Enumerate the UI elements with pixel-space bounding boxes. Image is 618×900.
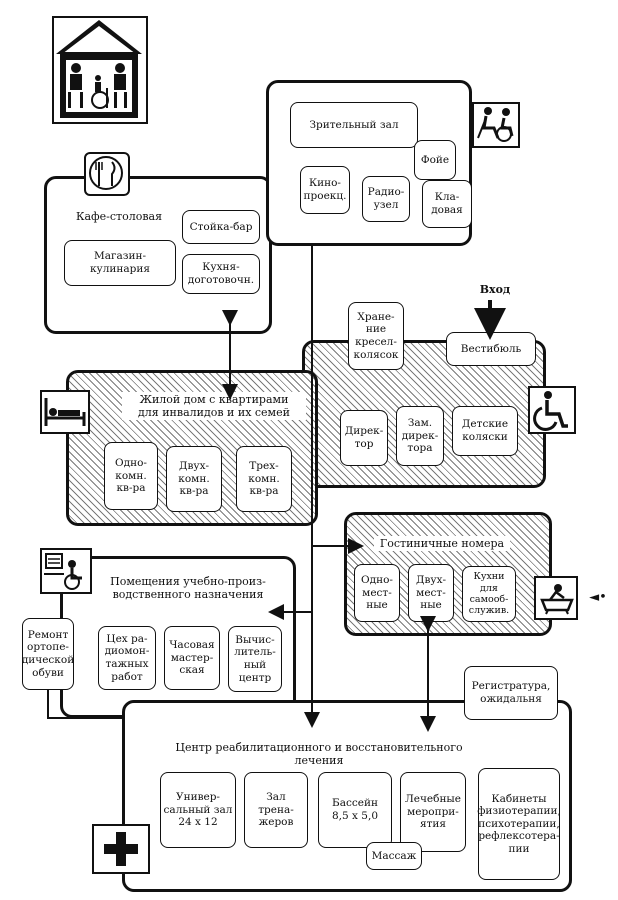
cafe-icon bbox=[84, 152, 130, 196]
one-room-apartment: Одно- комн. кв-ра bbox=[104, 442, 158, 510]
pool-room: Бассейн 8,5 х 5,0 bbox=[318, 772, 392, 848]
auditorium-room: Зрительный зал bbox=[290, 102, 418, 148]
rehab-title: Центр реабилитационного и восстановитель… bbox=[160, 740, 478, 769]
therapy-rooms: Кабинеты физиотерапии, психотерапии, реф… bbox=[477, 768, 561, 880]
deputy-room: Зам. дирек- тора bbox=[396, 406, 444, 466]
single-room: Одно- мест- ные bbox=[354, 564, 400, 622]
cafe-glyph bbox=[89, 156, 123, 190]
projection-room: Кино- проекц. bbox=[300, 166, 350, 214]
entrance-label: Вход bbox=[479, 283, 511, 296]
family-house-glyph bbox=[56, 20, 142, 118]
director-room: Дирек- тор bbox=[340, 410, 388, 466]
three-room-apartment: Трех- комн. кв-ра bbox=[236, 446, 292, 512]
registry-room: Регистратура, ожидальня bbox=[464, 666, 558, 720]
self-service-kitchen-room: Кухни для самооб- служив. bbox=[462, 566, 516, 622]
wheelchair-storage-room: Хране- ние кресел- колясок bbox=[348, 302, 404, 370]
gym-room: Универ- сальный зал 24 х 12 bbox=[160, 772, 236, 848]
strollers-room: Детские коляски bbox=[452, 406, 518, 456]
bar-room: Стойка-бар bbox=[182, 210, 260, 244]
kitchen-room: Кухня- доготовочн. bbox=[182, 254, 260, 294]
treatment-room: Лечебные меропри- ятия bbox=[400, 772, 466, 852]
double-room: Двух- мест- ные bbox=[408, 564, 454, 622]
two-room-apartment: Двух- комн. кв-ра bbox=[166, 446, 222, 512]
bed-icon bbox=[40, 390, 90, 434]
bath-glyph bbox=[540, 584, 574, 615]
massage-room: Массаж bbox=[366, 842, 422, 870]
foyer-room: Фойе bbox=[414, 140, 456, 180]
medical-cross-glyph bbox=[104, 832, 138, 866]
wheelchair-icon bbox=[528, 386, 576, 434]
shoe-rehab-link bbox=[47, 690, 122, 719]
radio-room: Радио- узел bbox=[362, 176, 410, 222]
workshops-title: Помещения учебно-произ- водственного наз… bbox=[96, 574, 280, 603]
medical-cross-icon bbox=[92, 824, 150, 874]
bath-icon bbox=[534, 576, 578, 620]
hotel-title: Гостиничные номера bbox=[374, 536, 510, 552]
workshop-glyph bbox=[44, 553, 82, 590]
cafe-title: Кафе-столовая bbox=[75, 210, 163, 223]
family-house-icon bbox=[52, 16, 148, 124]
storage-room: Кла- довая bbox=[422, 180, 472, 228]
trainers-room: Зал трена- жеров bbox=[244, 772, 308, 848]
bed-glyph bbox=[44, 398, 86, 426]
side-marker: ◄• bbox=[589, 590, 607, 605]
shoe-repair-room: Ремонт ортопе- дической обуви bbox=[22, 618, 74, 690]
shop-room: Магазин- кулинария bbox=[64, 240, 176, 286]
watch-workshop-room: Часовая мастер- ская bbox=[164, 626, 220, 690]
theatre-wheelchair-glyph bbox=[477, 107, 514, 142]
theatre-wheelchair-icon bbox=[472, 102, 520, 148]
workshop-icon bbox=[40, 548, 92, 594]
radio-assembly-room: Цех ра- диомон- тажных работ bbox=[98, 626, 156, 690]
computing-center-room: Вычис- литель- ный центр bbox=[228, 626, 282, 692]
wheelchair-glyph bbox=[533, 391, 568, 431]
